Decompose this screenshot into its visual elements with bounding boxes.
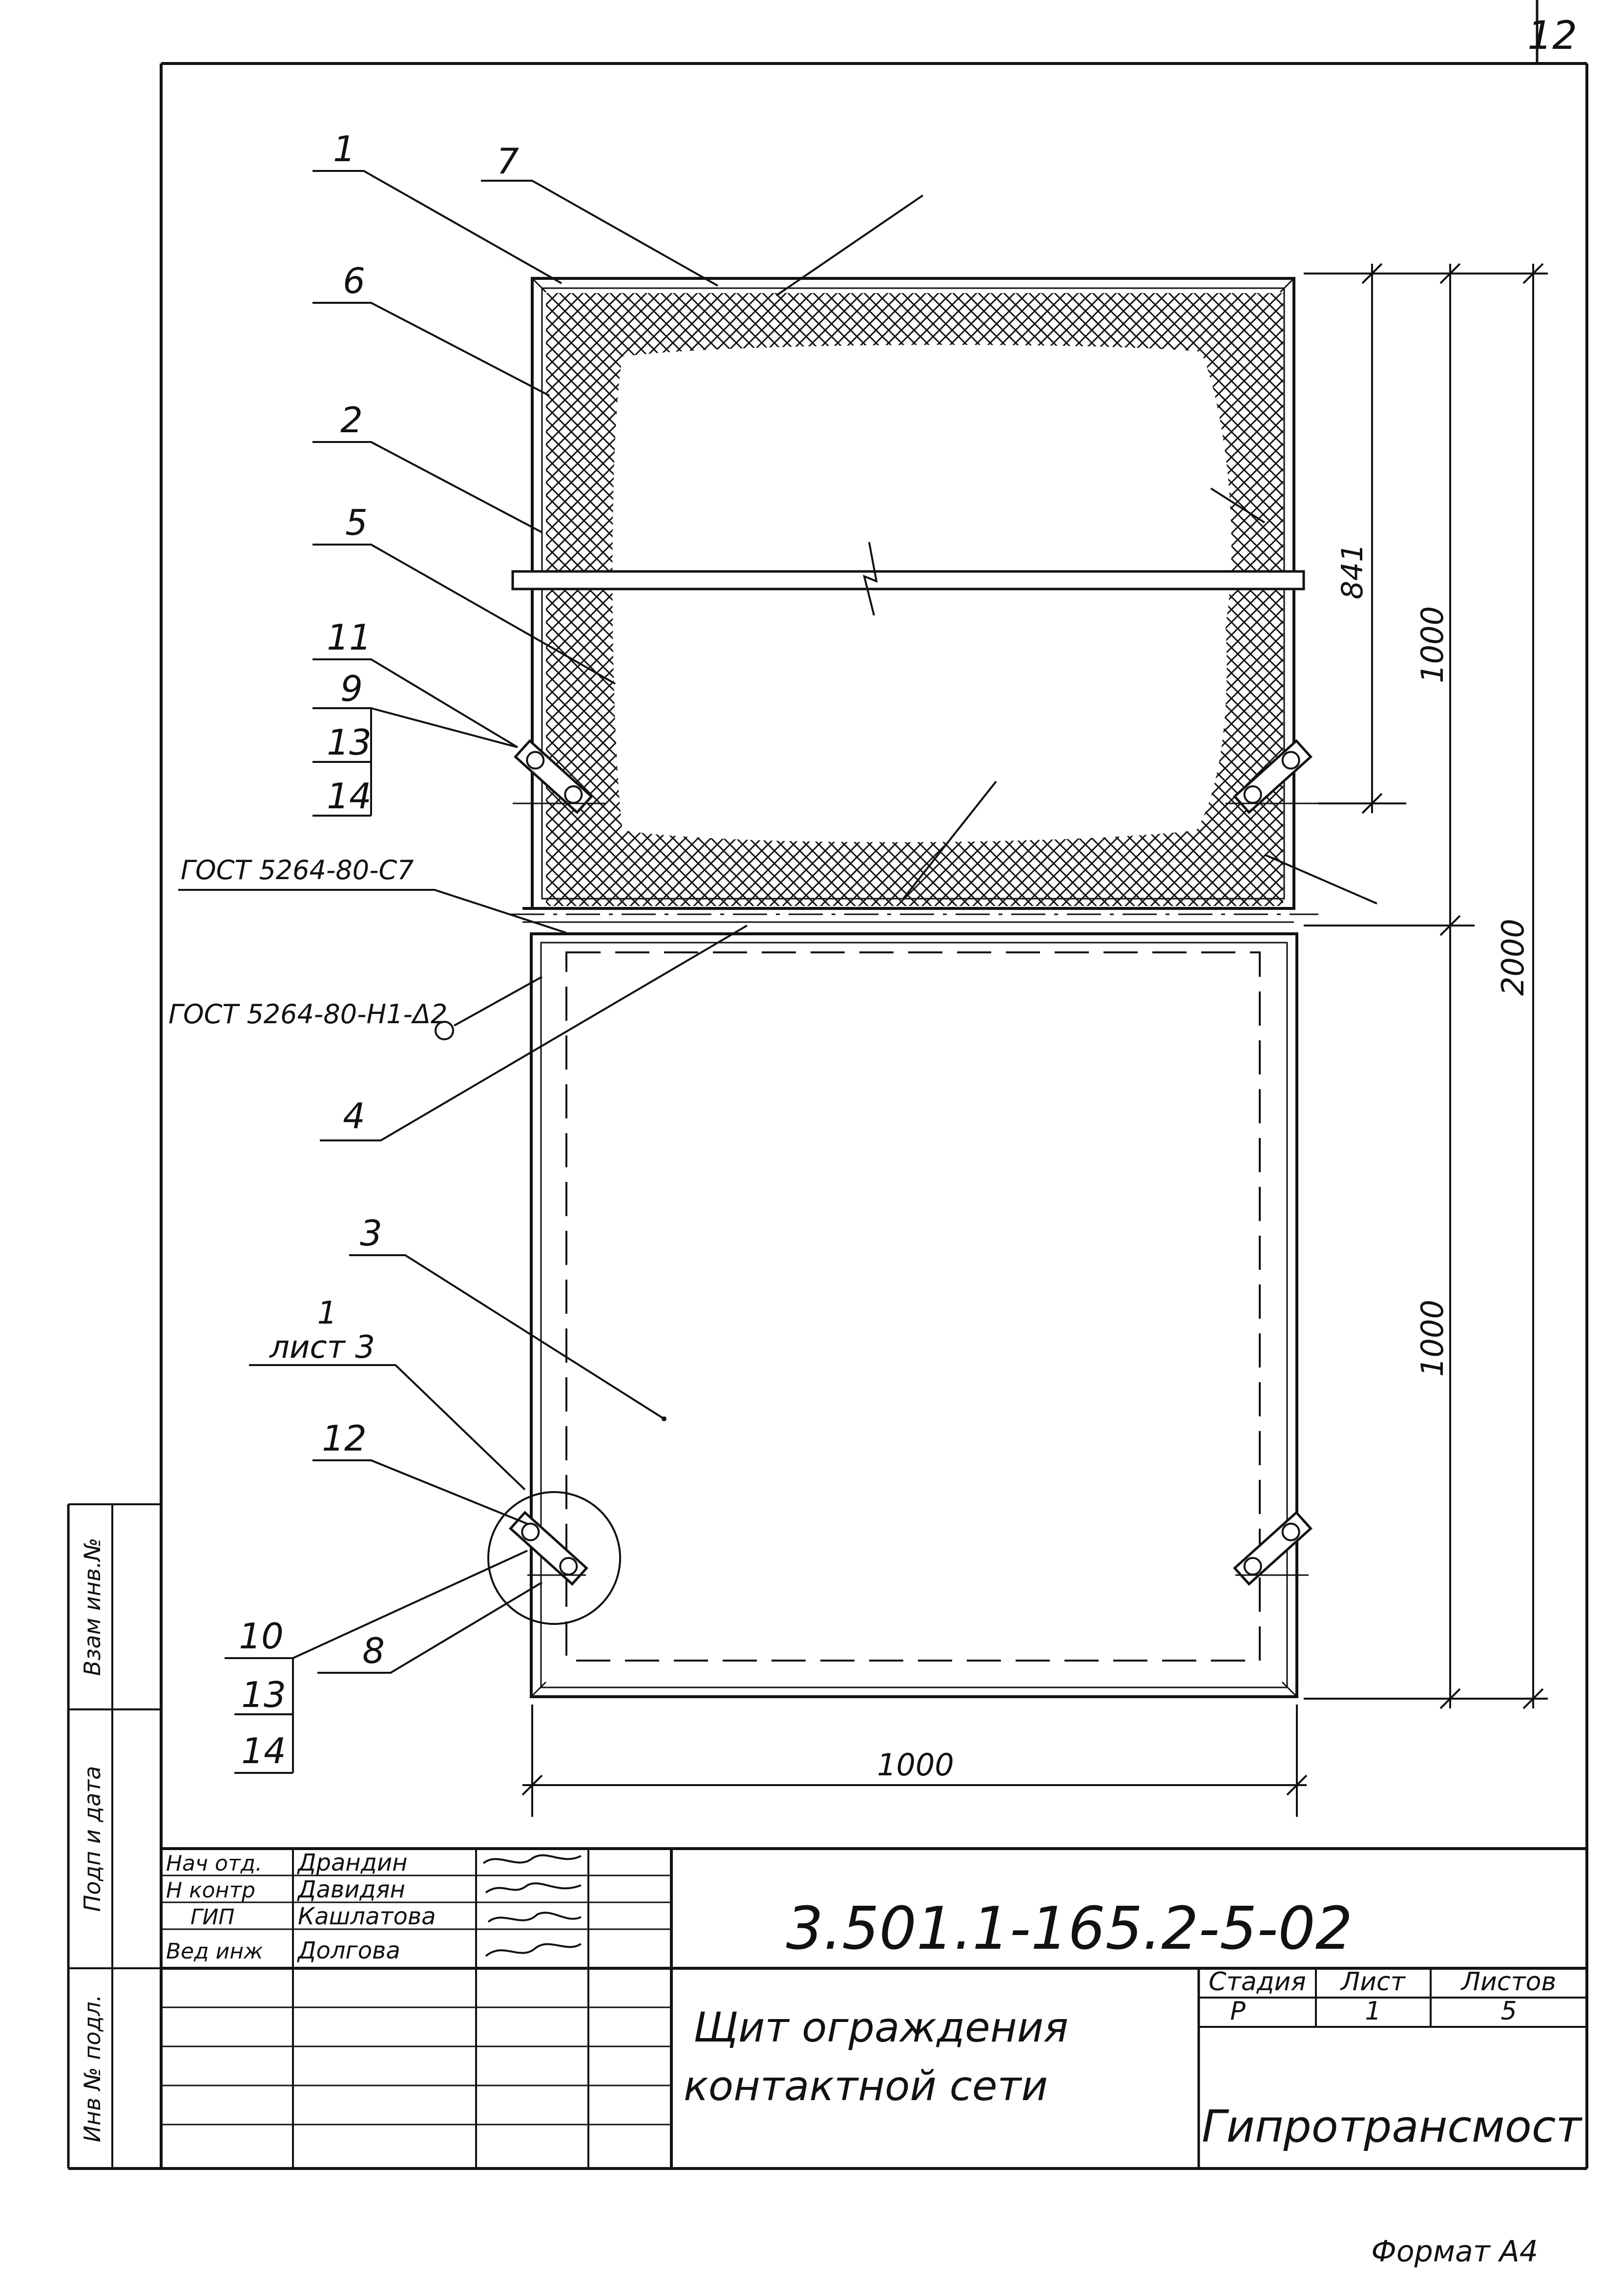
sheets-header: Листов bbox=[1460, 1967, 1556, 1997]
lower-panel bbox=[510, 907, 1318, 1698]
sheet-value: 1 bbox=[1365, 1997, 1381, 2026]
role-chief-engineer: ГИП bbox=[190, 1905, 235, 1930]
callout-13-bottom: 13 bbox=[241, 1674, 286, 1715]
dimension-lines bbox=[521, 263, 1548, 1817]
callout-8: 8 bbox=[362, 1630, 385, 1671]
callout-7: 7 bbox=[497, 141, 519, 182]
weld-circle-symbol bbox=[435, 1021, 454, 1040]
sheet-number: 12 bbox=[1527, 13, 1577, 58]
leader-lines bbox=[178, 170, 1377, 1774]
callout-9: 9 bbox=[340, 668, 363, 709]
callout-sheet-3: лист 3 bbox=[269, 1329, 375, 1366]
role-norm-control: Н контр bbox=[166, 1878, 255, 1903]
stage-value: Р bbox=[1230, 1997, 1246, 2026]
drawing-name-line2: контактной сети bbox=[684, 2062, 1048, 2110]
name-lead-engineer: Долгова bbox=[297, 1937, 400, 1964]
weld-note-c7: ГОСТ 5264-80-С7 bbox=[181, 855, 414, 885]
callout-4: 4 bbox=[343, 1095, 365, 1137]
middle-bar bbox=[511, 542, 1305, 616]
latch-upper-left bbox=[514, 739, 593, 814]
dim-841: 841 bbox=[1335, 544, 1370, 600]
detail-circle bbox=[487, 1491, 621, 1625]
drawing-name-line1: Щит ограждения bbox=[693, 2003, 1068, 2051]
latch-lower-left bbox=[509, 1511, 588, 1586]
dim-1000-lower: 1000 bbox=[1415, 1300, 1450, 1377]
stamp-inv-replace: Взам инв.№ bbox=[79, 1537, 105, 1676]
callout-3: 3 bbox=[360, 1213, 382, 1254]
callout-14-top: 14 bbox=[327, 776, 372, 817]
latch-lower-right bbox=[1233, 1511, 1312, 1586]
callout-13-top: 13 bbox=[327, 722, 372, 763]
centerlines bbox=[513, 802, 1318, 1576]
organization-name: Гипротрансмост bbox=[1202, 2101, 1582, 2152]
title-block-grid bbox=[161, 1847, 1587, 2169]
stage-header: Стадия bbox=[1208, 1967, 1306, 1997]
name-norm-control: Давидян bbox=[297, 1876, 405, 1903]
callout-14-bottom: 14 bbox=[241, 1730, 286, 1771]
upper-frame bbox=[531, 277, 1295, 910]
side-stamp: Взам инв.№ Подп и дата Инв № подл. bbox=[67, 1503, 161, 2169]
weld-note-h1: ГОСТ 5264-80-Н1-Δ2 bbox=[168, 999, 447, 1030]
dim-1000-width: 1000 bbox=[877, 1747, 954, 1783]
document-designation: 3.501.1-165.2-5-02 bbox=[786, 1895, 1353, 1963]
callout-2: 2 bbox=[340, 400, 363, 441]
name-head-of-dept: Драндин bbox=[297, 1849, 408, 1876]
format-label: Формат А4 bbox=[1371, 2234, 1538, 2269]
latch-upper-right bbox=[1233, 739, 1312, 814]
name-chief-engineer: Кашлатова bbox=[298, 1903, 436, 1930]
callout-12: 12 bbox=[322, 1418, 367, 1459]
role-lead-engineer: Вед инж bbox=[166, 1939, 263, 1964]
callout-1-detail: 1 bbox=[317, 1295, 337, 1331]
callout-11: 11 bbox=[327, 617, 372, 658]
signature-rows: Нач отд. Драндин Н контр Давидян ГИП Каш… bbox=[166, 1849, 436, 1964]
callout-6: 6 bbox=[343, 260, 365, 301]
callout-10: 10 bbox=[239, 1616, 284, 1657]
sheets-value: 5 bbox=[1500, 1997, 1517, 2026]
stamp-inv-original: Инв № подл. bbox=[79, 1995, 105, 2143]
dim-1000-upper: 1000 bbox=[1415, 606, 1450, 683]
callout-5: 5 bbox=[345, 502, 368, 543]
panel-point-mark bbox=[662, 1416, 666, 1421]
stamp-sign-date: Подп и дата bbox=[79, 1766, 105, 1912]
dim-2000: 2000 bbox=[1495, 919, 1531, 996]
role-head-of-dept: Нач отд. bbox=[166, 1851, 262, 1876]
handwritten-signatures bbox=[482, 1854, 582, 1957]
callout-1: 1 bbox=[333, 128, 355, 169]
sheet-header: Лист bbox=[1340, 1967, 1406, 1997]
sheet-border bbox=[68, 0, 1588, 2170]
